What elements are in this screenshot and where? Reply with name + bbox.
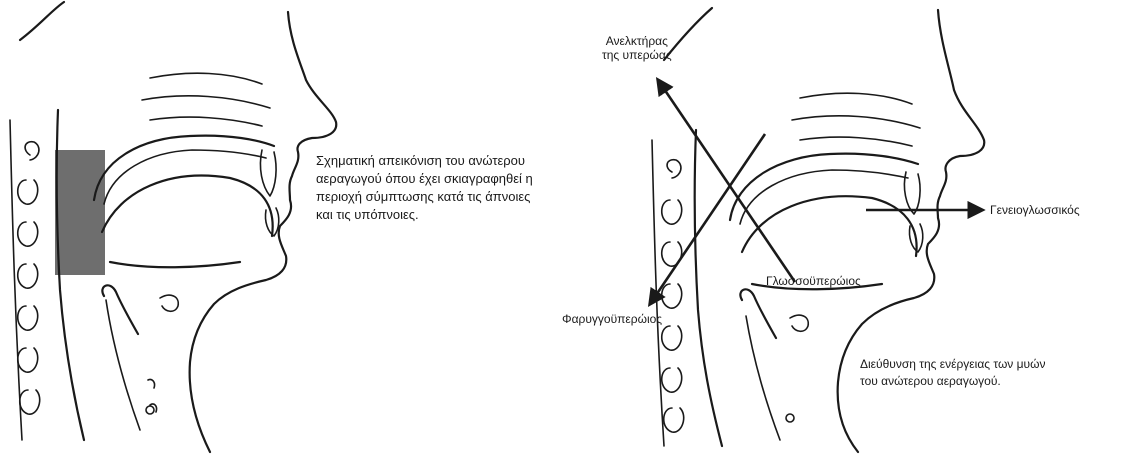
tongue-outline xyxy=(102,176,273,236)
face-profile-outline xyxy=(190,12,337,452)
epiglottis-right xyxy=(740,289,776,338)
genioglossus-label: Γενειογλωσσικός xyxy=(990,203,1080,217)
left-caption: Σχηματική απεικόνιση του ανώτερου αεραγω… xyxy=(316,152,533,224)
posterior-skull-outline xyxy=(20,2,64,40)
collapse-region-shading xyxy=(55,150,105,275)
left-head-illustration xyxy=(10,2,336,452)
glossopalatine-label: Γλωσσοϋπερώιος xyxy=(766,274,861,288)
tongue-outline-right xyxy=(742,196,917,256)
airway-anterior-wall xyxy=(106,300,140,430)
pharyngopalatine-label: Φαρυγγοϋπερώιος xyxy=(562,312,662,326)
hyoid-bone xyxy=(160,295,178,311)
right-caption: Διεύθυνση της ενέργειας των μυών του ανώ… xyxy=(860,356,1046,390)
mandible-outline xyxy=(110,262,240,267)
pharyngeal-wall-right xyxy=(695,130,722,446)
palate-outline xyxy=(94,136,274,200)
cricoid-marker xyxy=(146,406,154,414)
cervical-spine xyxy=(10,120,40,440)
nasal-turbinates xyxy=(142,73,270,126)
palatal-levator-arrow xyxy=(658,80,795,282)
hyoid-bone-right xyxy=(790,315,808,331)
palatal-levator-label: Ανελκτήρας της υπερώας xyxy=(602,34,672,62)
nasal-turbinates-right xyxy=(792,93,920,146)
pharyngopalatine-arrow xyxy=(650,134,765,304)
cricoid-marker-right xyxy=(786,414,794,422)
